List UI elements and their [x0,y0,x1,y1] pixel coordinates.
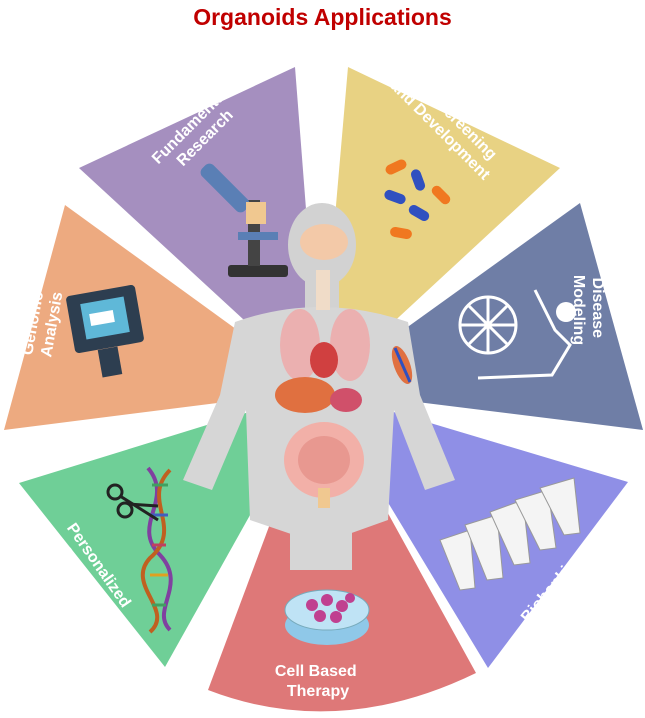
sample-tubes-icon [439,477,581,591]
petri-dish-icon [284,589,370,645]
segment-personalized-medicine [19,390,320,667]
arm-organoid-icon [391,346,413,384]
segment-drug-screening [320,67,560,390]
label-disease-modeling: Disease Modeling [570,275,606,345]
microscope-icon [200,163,288,277]
human-body-organs-icon [183,203,455,570]
diagram-title: Organoids Applications [193,4,452,30]
computer-monitor-icon [66,284,144,378]
pills-icon [384,159,451,240]
wheelchair-icon [458,289,576,380]
segment-fundamental-research [79,67,320,390]
dna-scissors-icon [106,466,173,634]
label-cell-based-therapy: Cell Based Therapy [275,663,361,700]
